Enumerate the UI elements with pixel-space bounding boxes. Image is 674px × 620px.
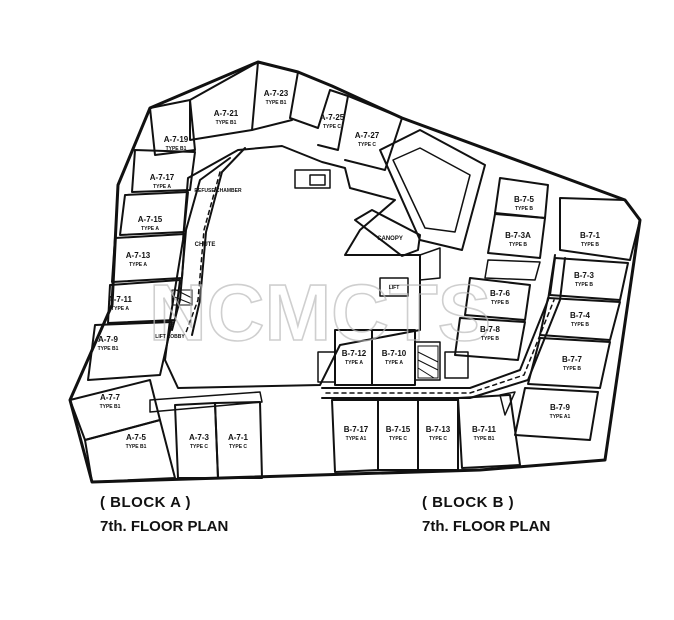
block-b-corridor	[321, 254, 566, 399]
unit-label-b-7-1: B-7-1	[580, 231, 601, 240]
unit-label-b-7-3: B-7-3	[574, 271, 595, 280]
watermark-text: NCMCTS	[149, 268, 491, 357]
block-b-title: ( BLOCK B )	[422, 494, 515, 511]
unit-label-a-7-13: A-7-13	[126, 251, 151, 260]
canopy-label: CANOPY	[377, 236, 403, 242]
unit-type-b-7-5: TYPE B	[515, 206, 533, 212]
unit-label-b-7-12: B-7-12	[342, 349, 367, 358]
unit-type-a-7-19: TYPE B1	[166, 146, 187, 152]
building-outline	[68, 60, 642, 484]
unit-label-b-7-6: B-7-6	[490, 289, 511, 298]
unit-label-a-7-5: A-7-5	[126, 433, 147, 442]
unit-type-b-7-10: TYPE A	[385, 360, 403, 366]
unit-label-b-7-15: B-7-15	[386, 425, 411, 434]
unit-label-a-7-27: A-7-27	[355, 131, 380, 140]
unit-type-a-7-15: TYPE A	[141, 226, 159, 232]
unit-label-b-7-8: B-7-8	[480, 325, 501, 334]
unit-type-b-7-11: TYPE B1	[474, 436, 495, 442]
block-b-floor-plan-title: 7th. FLOOR PLAN	[422, 518, 551, 535]
unit-label-a-7-21: A-7-21	[214, 109, 239, 118]
chute-label: CHUTE	[195, 242, 216, 248]
unit-type-b-7-8: TYPE B	[481, 336, 499, 342]
unit-label-b-7-4: B-7-4	[570, 311, 591, 320]
block-a-corridor	[171, 147, 246, 336]
unit-type-b-7-4: TYPE B	[571, 322, 589, 328]
unit-type-a-7-13: TYPE A	[129, 262, 147, 268]
unit-label-a-7-7: A-7-7	[100, 393, 121, 402]
unit-label-b-7-3a: B-7-3A	[505, 231, 531, 240]
unit-type-a-7-17: TYPE A	[153, 184, 171, 190]
unit-type-b-7-3a: TYPE B	[509, 242, 527, 248]
unit-label-a-7-11: A-7-11	[108, 295, 133, 304]
unit-label-a-7-25: A-7-25	[320, 113, 345, 122]
unit-type-b-7-15: TYPE C	[389, 436, 407, 442]
unit-label-b-7-17: B-7-17	[344, 425, 369, 434]
unit-type-b-7-12: TYPE A	[345, 360, 363, 366]
lift-lobby-label: LIFT LOBBY	[155, 334, 185, 340]
block-a-title: ( BLOCK A )	[100, 494, 192, 511]
unit-type-b-7-6: TYPE B	[491, 300, 509, 306]
unit-type-a-7-11: TYPE A	[111, 306, 129, 312]
unit-type-b-7-1: TYPE B	[581, 242, 599, 248]
unit-label-a-7-17: A-7-17	[150, 173, 175, 182]
unit-type-a-7-21: TYPE B1	[216, 120, 237, 126]
unit-label-b-7-5: B-7-5	[514, 195, 535, 204]
unit-label-a-7-9: A-7-9	[98, 335, 119, 344]
unit-type-b-7-9: TYPE A1	[550, 414, 571, 420]
unit-label-a-7-1: A-7-1	[228, 433, 249, 442]
unit-label-b-7-7: B-7-7	[562, 355, 583, 364]
unit-label-a-7-23: A-7-23	[264, 89, 289, 98]
unit-label-a-7-15: A-7-15	[138, 215, 163, 224]
unit-label-b-7-10: B-7-10	[382, 349, 407, 358]
unit-type-a-7-23: TYPE B1	[266, 100, 287, 106]
unit-label-a-7-3: A-7-3	[189, 433, 210, 442]
unit-type-a-7-3: TYPE C	[190, 444, 208, 450]
lift-label: LIFT	[389, 285, 400, 291]
unit-type-a-7-9: TYPE B1	[98, 346, 119, 352]
unit-type-a-7-1: TYPE C	[229, 444, 247, 450]
unit-type-b-7-13: TYPE C	[429, 436, 447, 442]
canopy-outline	[354, 209, 421, 257]
unit-label-a-7-19: A-7-19	[164, 135, 189, 144]
unit-label-b-7-11: B-7-11	[472, 425, 497, 434]
unit-type-b-7-7: TYPE B	[563, 366, 581, 372]
unit-type-a-7-25: TYPE C	[323, 124, 341, 130]
unit-type-a-7-27: TYPE C	[358, 142, 376, 148]
refuse-chamber-label: REFUSE CHAMBER	[194, 188, 242, 194]
unit-type-b-7-3: TYPE B	[575, 282, 593, 288]
unit-type-a-7-5: TYPE B1	[126, 444, 147, 450]
unit-type-b-7-17: TYPE A1	[346, 436, 367, 442]
block-a-floor-plan-title: 7th. FLOOR PLAN	[100, 518, 229, 535]
unit-label-b-7-13: B-7-13	[426, 425, 451, 434]
unit-type-a-7-7: TYPE B1	[100, 404, 121, 410]
unit-label-b-7-9: B-7-9	[550, 403, 571, 412]
